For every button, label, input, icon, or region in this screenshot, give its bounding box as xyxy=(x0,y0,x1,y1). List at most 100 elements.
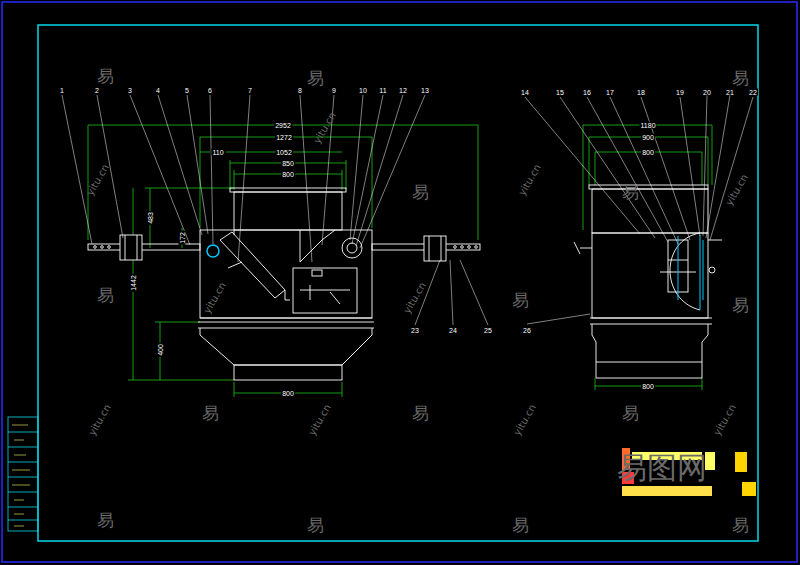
dimension-lines-part xyxy=(712,125,713,185)
index-table-part-part xyxy=(12,485,30,486)
dimension-text: 850 xyxy=(281,160,295,167)
callout-number: 3 xyxy=(127,87,133,94)
callout-number: 24 xyxy=(448,327,458,334)
leader-lines-part xyxy=(62,95,92,244)
leader-lines-part xyxy=(641,97,690,240)
dimension-text: 800 xyxy=(641,383,655,390)
leader-lines-part xyxy=(360,95,425,248)
watermark: 易 xyxy=(511,292,530,309)
leader-lines-part xyxy=(680,97,700,236)
leader-lines-part xyxy=(130,95,190,245)
dimension-lines-part xyxy=(128,380,234,381)
watermark: 易 xyxy=(201,405,220,422)
dimension-lines-part xyxy=(230,160,231,190)
pivot xyxy=(207,245,219,257)
callout-number: 6 xyxy=(207,87,213,94)
front-view-part xyxy=(293,268,357,313)
dimension-lines-part xyxy=(346,160,347,190)
watermark: 易 xyxy=(306,517,325,534)
dimension-text: 800 xyxy=(281,390,295,397)
dimension-text: 1272 xyxy=(275,134,293,141)
leader-lines-part xyxy=(158,95,202,235)
front-view xyxy=(88,188,480,380)
front-view-part xyxy=(94,246,97,249)
side-view-part xyxy=(592,189,708,233)
watermark: yitu.cn xyxy=(202,280,229,316)
callout-number: 25 xyxy=(483,327,493,334)
front-view-part xyxy=(200,328,372,365)
dimension-lines-part xyxy=(702,152,703,185)
dimension-lines-part xyxy=(708,137,709,185)
watermark: 易 xyxy=(731,297,750,314)
dimension-text: 800 xyxy=(281,171,295,178)
watermark: 易 xyxy=(306,70,325,87)
front-view-part xyxy=(198,328,374,329)
index-table-part xyxy=(8,520,38,521)
front-view-part xyxy=(137,235,138,260)
callout-number: 9 xyxy=(331,87,337,94)
callout-number: 16 xyxy=(582,89,592,96)
front-view-part xyxy=(300,230,335,262)
dimension-text: 800 xyxy=(641,149,655,156)
side-view-details xyxy=(678,235,703,310)
front-view-part xyxy=(285,290,290,300)
leader-lines-part xyxy=(450,260,453,325)
front-view-part xyxy=(342,238,362,258)
watermark: 易 xyxy=(411,184,430,201)
sheet-frame-part xyxy=(38,25,758,541)
leader-lines-part xyxy=(706,95,730,238)
front-view-part xyxy=(347,243,357,253)
watermark: 易 xyxy=(731,70,750,87)
index-table-part xyxy=(8,462,38,463)
side-view-part xyxy=(590,324,712,325)
watermark: yitu.cn xyxy=(87,402,114,438)
side-view-details-part xyxy=(703,240,704,300)
leader-lines-part xyxy=(460,260,488,325)
front-view-part xyxy=(330,292,340,304)
side-view-part xyxy=(590,318,712,319)
side-view-part xyxy=(670,233,700,310)
dimension-text: 900 xyxy=(641,134,655,141)
callout-number: 20 xyxy=(702,89,712,96)
watermark: yitu.cn xyxy=(85,162,112,198)
watermark: yitu.cn xyxy=(512,402,539,438)
front-view-part xyxy=(424,236,446,261)
front-view-part xyxy=(108,246,111,249)
dimension-lines xyxy=(88,125,712,397)
front-view-part xyxy=(120,235,142,260)
callout-number: 26 xyxy=(522,327,532,334)
dimension-lines-part xyxy=(595,378,596,390)
watermark: 易 xyxy=(411,405,430,422)
dimension-text: 1052 xyxy=(275,149,293,156)
index-table-part xyxy=(8,477,38,478)
index-table-part-part xyxy=(14,526,24,527)
front-view-part xyxy=(200,318,372,319)
front-view-part xyxy=(88,244,200,250)
callout-number: 7 xyxy=(247,87,253,94)
front-view-part xyxy=(300,290,350,291)
index-table-part xyxy=(8,417,38,531)
watermark: yitu.cn xyxy=(312,110,339,146)
dimension-lines-part xyxy=(234,382,235,397)
front-view-part xyxy=(200,230,372,318)
front-view-part xyxy=(461,246,464,249)
title-block-part xyxy=(622,486,712,496)
side-view-part xyxy=(596,362,702,363)
dimension-lines-part xyxy=(702,378,703,390)
callout-number: 12 xyxy=(398,87,408,94)
front-view-part xyxy=(230,188,346,192)
index-table-part-part xyxy=(14,455,26,456)
dimension-lines-part xyxy=(583,125,584,230)
title-block-part xyxy=(735,452,747,472)
dimension-lines-part xyxy=(234,170,235,190)
watermark: 易 xyxy=(731,517,750,534)
leader-lines-part xyxy=(710,97,753,240)
front-view-part xyxy=(234,365,342,380)
dimension-text: 110 xyxy=(211,149,224,156)
leader-lines-part xyxy=(350,95,363,240)
front-view-part xyxy=(468,246,471,249)
index-table-part xyxy=(8,447,38,448)
callout-number: 14 xyxy=(520,89,530,96)
